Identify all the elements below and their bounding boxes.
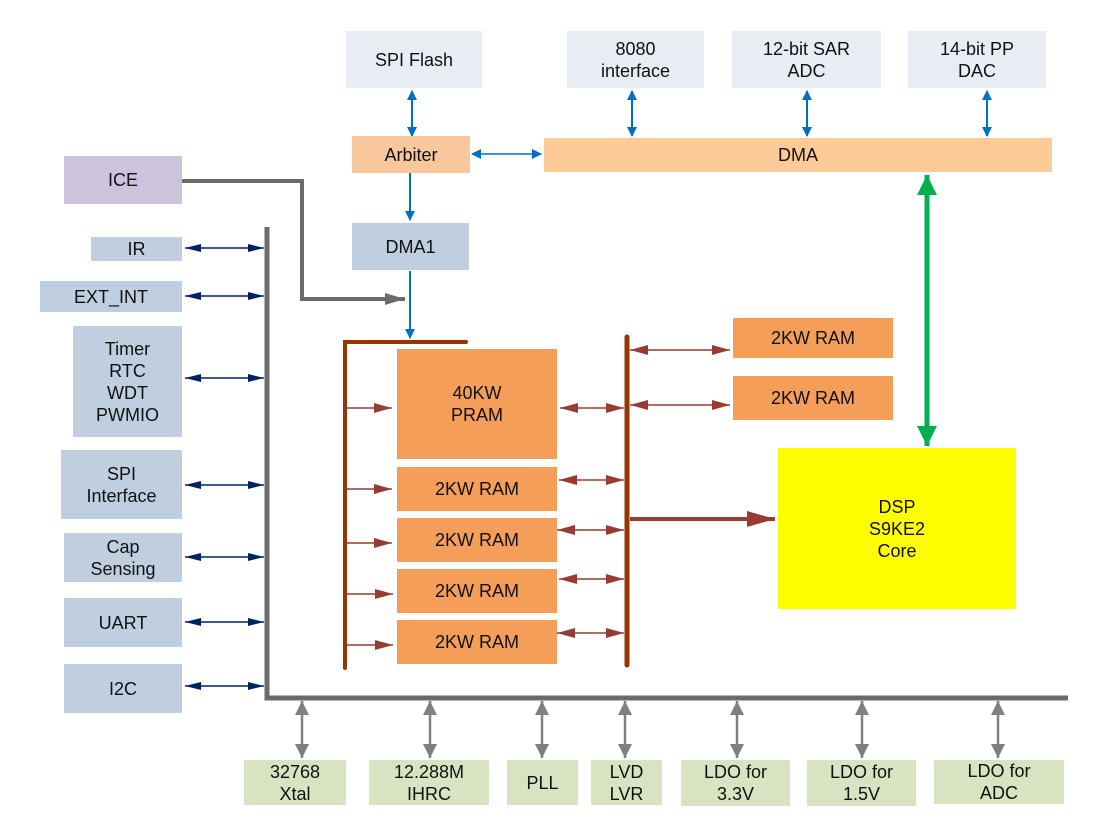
ram-block-3: 2KW RAM [397,569,557,613]
dac-block: 14-bit PP DAC [908,31,1046,88]
dma1-block: DMA1 [352,223,469,270]
ldo-1v5-block: LDO for 1.5V [807,760,916,806]
ram-block-6: 2KW RAM [733,376,893,420]
spi-interface-block: SPI Interface [61,450,182,519]
peripheral-bus [264,227,1068,701]
ldo-adc-block: LDO for ADC [934,760,1064,804]
uart-block: UART [64,598,182,647]
lvd-lvr-block: LVD LVR [591,760,662,805]
dma-block: DMA [544,138,1052,172]
ext-int-block: EXT_INT [40,281,182,312]
ram-block-5: 2KW RAM [733,318,893,358]
i8080-interface-block: 8080 interface [567,31,704,88]
pram-block: 40KW PRAM [397,349,557,459]
xtal-block: 32768 Xtal [244,760,346,805]
program-memory-bus [343,340,468,670]
ice-block: ICE [64,156,182,204]
spi-flash-block: SPI Flash [346,31,482,88]
dsp-core-block: DSP S9KE2 Core [778,448,1016,609]
ram-block-2: 2KW RAM [397,518,557,562]
i2c-block: I2C [64,664,182,713]
cap-sensing-block: Cap Sensing [64,533,182,582]
ir-block: IR [91,237,182,261]
ldo-3v3-block: LDO for 3.3V [681,760,790,806]
ihrc-block: 12.288M IHRC [369,760,489,805]
adc-block: 12-bit SAR ADC [732,31,881,88]
ram-block-1: 2KW RAM [397,467,557,511]
ice-link [182,179,405,305]
arbiter-block: Arbiter [352,136,470,173]
pll-block: PLL [507,760,578,805]
timer-rtc-wdt-pwmio-block: Timer RTC WDT PWMIO [73,326,182,437]
ram-block-4: 2KW RAM [397,620,557,664]
